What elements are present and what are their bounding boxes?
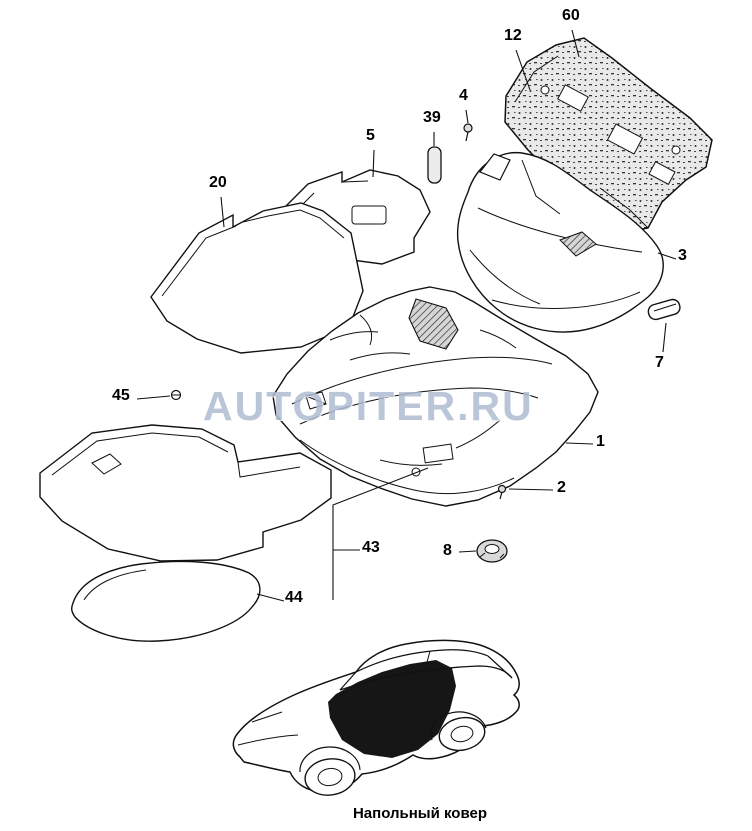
- callout-7[interactable]: 7: [655, 354, 664, 371]
- callout-12[interactable]: 12: [504, 27, 522, 44]
- dash-panel-insulation-part: [504, 37, 713, 234]
- callout-2[interactable]: 2: [557, 479, 566, 496]
- pad-part-7: [647, 298, 681, 321]
- callout-1[interactable]: 1: [596, 433, 605, 450]
- car-wheel-rear: [438, 716, 486, 752]
- callout-5[interactable]: 5: [366, 127, 375, 144]
- diagram-caption: Напольный ковер: [352, 805, 488, 822]
- callout-45[interactable]: 45: [112, 387, 130, 404]
- pad-strip-part: [427, 146, 442, 184]
- callout-39[interactable]: 39: [423, 109, 441, 126]
- callout-4[interactable]: 4: [459, 87, 468, 104]
- callout-60[interactable]: 60: [562, 7, 580, 24]
- main-floor-carpet-part: [272, 286, 599, 507]
- grommet-part-8: [476, 539, 508, 563]
- floor-insulation-part: [456, 151, 664, 333]
- callout-3[interactable]: 3: [678, 247, 687, 264]
- watermark: AUTOPITER.RU: [203, 383, 534, 429]
- trunk-mat-part-44: [70, 560, 261, 642]
- fastener-part-45: [170, 389, 182, 401]
- callout-20[interactable]: 20: [209, 174, 227, 191]
- carpet-piece-part-20: [150, 202, 364, 354]
- bolt-part-2: [497, 484, 507, 500]
- bolt-part-4: [463, 123, 473, 142]
- callout-43[interactable]: 43: [362, 539, 380, 556]
- car-wheel-front: [304, 758, 356, 796]
- callout-8[interactable]: 8: [443, 542, 452, 559]
- trunk-floor-carpet-part: [39, 424, 332, 562]
- callout-44[interactable]: 44: [285, 589, 303, 606]
- car-silhouette: [232, 639, 520, 796]
- leader-lines: [136, 29, 677, 602]
